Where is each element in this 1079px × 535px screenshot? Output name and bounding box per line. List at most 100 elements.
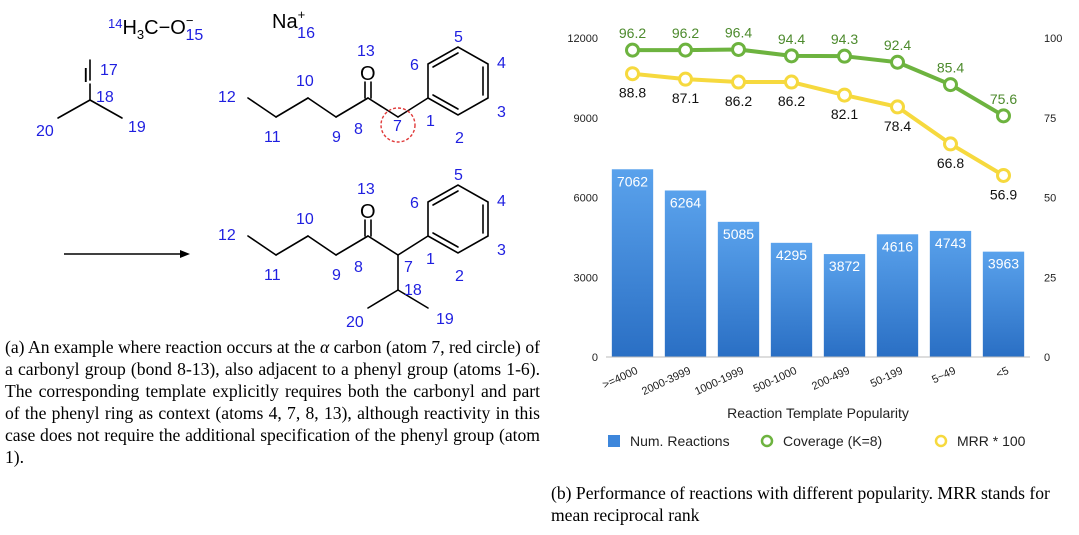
svg-text:2: 2 xyxy=(455,130,464,147)
product-oxygen-atom: O xyxy=(360,201,376,223)
svg-text:12: 12 xyxy=(218,227,236,244)
point-value-label: 86.2 xyxy=(778,93,805,109)
oxygen-atom: O xyxy=(360,63,376,85)
svg-text:13: 13 xyxy=(357,43,375,60)
svg-text:12: 12 xyxy=(218,89,236,106)
bar-value-label: 4295 xyxy=(776,247,807,263)
x-tick-label: >=4000 xyxy=(601,365,640,392)
svg-text:6: 6 xyxy=(410,57,419,74)
bar-value-label: 3963 xyxy=(988,256,1019,272)
methoxide-reagent: 14H3C−O−15 xyxy=(108,13,203,44)
point-value-label: 82.1 xyxy=(831,106,858,122)
svg-text:11: 11 xyxy=(264,267,281,284)
series-line xyxy=(632,71,1005,178)
bar xyxy=(982,251,1025,357)
series-point xyxy=(890,99,905,115)
bar-value-label: 3872 xyxy=(829,258,860,274)
x-tick-label: 200-499 xyxy=(810,365,852,393)
svg-text:3: 3 xyxy=(497,242,506,259)
y-right-tick-label: 75 xyxy=(1044,113,1056,125)
svg-text:7: 7 xyxy=(393,118,402,135)
series-point xyxy=(890,54,905,70)
series-point xyxy=(996,167,1011,183)
legend-swatch xyxy=(934,434,948,448)
x-tick-label: 500-1000 xyxy=(752,365,799,396)
y-left-tick-label: 12000 xyxy=(567,33,598,45)
x-tick-label: <5 xyxy=(994,365,1010,381)
svg-text:10: 10 xyxy=(296,73,314,90)
svg-text:19: 19 xyxy=(436,311,454,328)
y-left-tick-label: 9000 xyxy=(574,113,598,125)
svg-text:9: 9 xyxy=(332,267,341,284)
legend: Num. Reactions Coverage (K=8) MRR * 100 xyxy=(608,433,1026,449)
point-value-label: 88.8 xyxy=(619,85,646,101)
reaction-scheme: 14H3C−O−15 Na+16 I 17 18 20 19 O xyxy=(36,7,506,331)
series-point xyxy=(996,108,1011,124)
svg-text:2: 2 xyxy=(455,268,464,285)
svg-text:6: 6 xyxy=(410,195,419,212)
caption-a: (a) An example where reaction occurs at … xyxy=(5,337,540,467)
series-point xyxy=(731,74,746,90)
point-value-label: 56.9 xyxy=(990,186,1017,202)
isopropyl-iodide: I 17 18 20 19 xyxy=(36,59,146,140)
x-tick-label: 1000-1999 xyxy=(693,365,746,398)
point-value-label: 96.4 xyxy=(725,24,752,40)
bar-value-label: 7062 xyxy=(617,173,648,189)
y-left-tick-label: 0 xyxy=(592,352,598,364)
legend-swatch xyxy=(608,435,620,447)
point-value-label: 78.4 xyxy=(884,118,911,134)
svg-text:17: 17 xyxy=(100,62,118,79)
bar xyxy=(664,190,707,357)
bar xyxy=(876,234,919,357)
svg-text:4: 4 xyxy=(497,55,506,72)
bar xyxy=(823,254,866,357)
series-point xyxy=(784,74,799,90)
svg-text:20: 20 xyxy=(36,123,54,140)
y-right-tick-label: 50 xyxy=(1044,193,1056,205)
legend-label: Coverage (K=8) xyxy=(783,433,882,449)
series-point xyxy=(625,42,640,58)
sodium-reagent: Na+16 xyxy=(272,7,315,42)
point-value-label: 75.6 xyxy=(990,91,1017,107)
svg-text:1: 1 xyxy=(426,113,435,130)
point-value-label: 96.2 xyxy=(672,25,699,41)
point-value-label: 94.4 xyxy=(778,31,805,47)
point-value-label: 92.4 xyxy=(884,37,911,53)
svg-text:5: 5 xyxy=(454,167,463,184)
svg-text:18: 18 xyxy=(96,89,114,106)
bar xyxy=(929,230,972,357)
svg-text:9: 9 xyxy=(332,129,341,146)
y-left-tick-label: 6000 xyxy=(574,193,598,205)
point-value-label: 94.3 xyxy=(831,31,858,47)
bar xyxy=(770,242,813,357)
svg-text:13: 13 xyxy=(357,181,375,198)
svg-text:5: 5 xyxy=(454,29,463,46)
iodine-atom: I xyxy=(83,65,89,87)
panel-a: 14H3C−O−15 Na+16 I 17 18 20 19 O xyxy=(5,7,540,467)
legend-label: Num. Reactions xyxy=(630,433,730,449)
bar xyxy=(611,169,654,357)
svg-text:8: 8 xyxy=(354,259,363,276)
y-right-tick-label: 0 xyxy=(1044,352,1050,364)
product-molecule: O 13 8 12 11 10 9 7 1 2 3 4 5 6 18 20 19 xyxy=(218,167,506,331)
series-point xyxy=(731,41,746,57)
x-tick-label: 5~49 xyxy=(930,365,958,386)
svg-text:11: 11 xyxy=(264,129,281,146)
bar xyxy=(717,221,760,357)
svg-text:3: 3 xyxy=(497,104,506,121)
point-value-label: 96.2 xyxy=(619,25,646,41)
reactant-molecule: O 13 8 12 11 10 9 7 1 2 3 4 5 6 xyxy=(218,29,506,147)
point-value-label: 86.2 xyxy=(725,93,752,109)
y-left-tick-label: 3000 xyxy=(574,272,598,284)
series-point xyxy=(943,136,958,152)
svg-text:18: 18 xyxy=(404,282,422,299)
point-value-label: 85.4 xyxy=(937,60,964,76)
svg-text:19: 19 xyxy=(128,119,146,136)
legend-label: MRR * 100 xyxy=(957,433,1026,449)
x-tick-label: 50-199 xyxy=(869,365,905,390)
series-point xyxy=(837,48,852,64)
